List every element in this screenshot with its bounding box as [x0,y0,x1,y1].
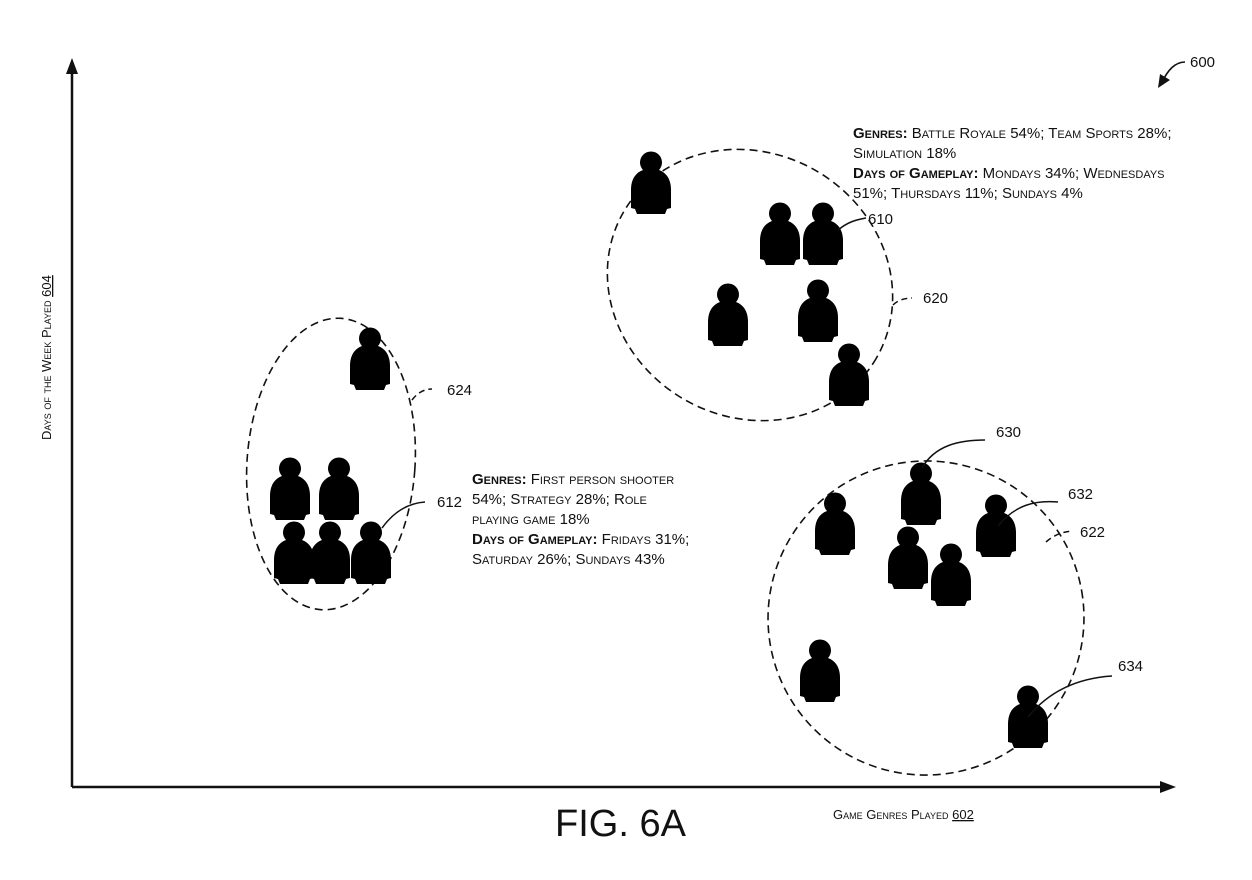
leader-620 [892,297,913,306]
ref-632: 632 [1068,486,1093,503]
player-icon [351,521,391,584]
cluster-624-boundary [245,317,417,611]
figure-ref: 600 [1190,54,1215,71]
ref-634: 634 [1118,658,1143,675]
ref-610: 610 [868,211,893,228]
player-icon [708,283,748,346]
player-icon [274,521,314,584]
player-icon [760,202,800,265]
player-icon [976,494,1016,557]
figure-label: FIG. 6A [555,803,687,845]
ref-620: 620 [923,290,948,307]
svg-text:playing game 18%: playing game 18% [472,511,590,528]
player-icon [888,526,928,589]
player-icon [310,521,350,584]
player-icon [270,457,310,520]
ref-624: 624 [447,382,472,399]
svg-text:Saturday 26%; Sundays 43%: Saturday 26%; Sundays 43% [472,551,665,568]
svg-text:Genres: Battle Royale 54%; Tea: Genres: Battle Royale 54%; Team Sports 2… [853,125,1172,142]
figure-ref-arrow [1158,61,1186,88]
player-icon [803,202,843,265]
leader-630 [921,439,986,469]
cluster-620-boundary [606,148,894,422]
x-axis-ref: 602 [952,807,974,822]
player-icon [829,343,869,406]
leader-622 [1045,530,1073,543]
player-icon [901,462,941,525]
player-icon [631,151,671,214]
x-axis-label: Game Genres Played 602 [833,807,974,822]
leader-610 [837,217,867,231]
leader-634 [1027,675,1113,718]
svg-text:54%; Strategy 28%; Role: 54%; Strategy 28%; Role [472,491,647,508]
cluster-624-info: Genres: First person shooter 54%; Strate… [472,471,689,568]
x-axis [72,781,1176,793]
player-icon [798,279,838,342]
leader-632 [997,500,1059,527]
y-axis [66,58,78,787]
svg-text:Simulation 18%: Simulation 18% [853,145,956,162]
svg-text:Genres: First person shooter: Genres: First person shooter [472,471,674,488]
svg-text:Days of Gameplay: Mondays 34%;: Days of Gameplay: Mondays 34%; Wednesday… [853,165,1165,182]
player-icon [800,639,840,702]
cluster-622-boundary [767,460,1085,776]
svg-text:51%; Thursdays 11%; Sundays 4%: 51%; Thursdays 11%; Sundays 4% [853,185,1083,202]
cluster-620-info: Genres: Battle Royale 54%; Team Sports 2… [853,125,1172,202]
leader-612 [381,501,426,529]
ref-612: 612 [437,494,462,511]
ref-630: 630 [996,424,1021,441]
y-axis-label: Days of the Week Played 604 [39,275,54,440]
y-axis-ref: 604 [39,275,54,297]
leader-624 [411,388,433,401]
svg-text:Days of Gameplay: Fridays 31%;: Days of Gameplay: Fridays 31%; [472,531,689,548]
player-icon [319,457,359,520]
ref-622: 622 [1080,524,1105,541]
player-icon [350,327,390,390]
player-icon [931,543,971,606]
